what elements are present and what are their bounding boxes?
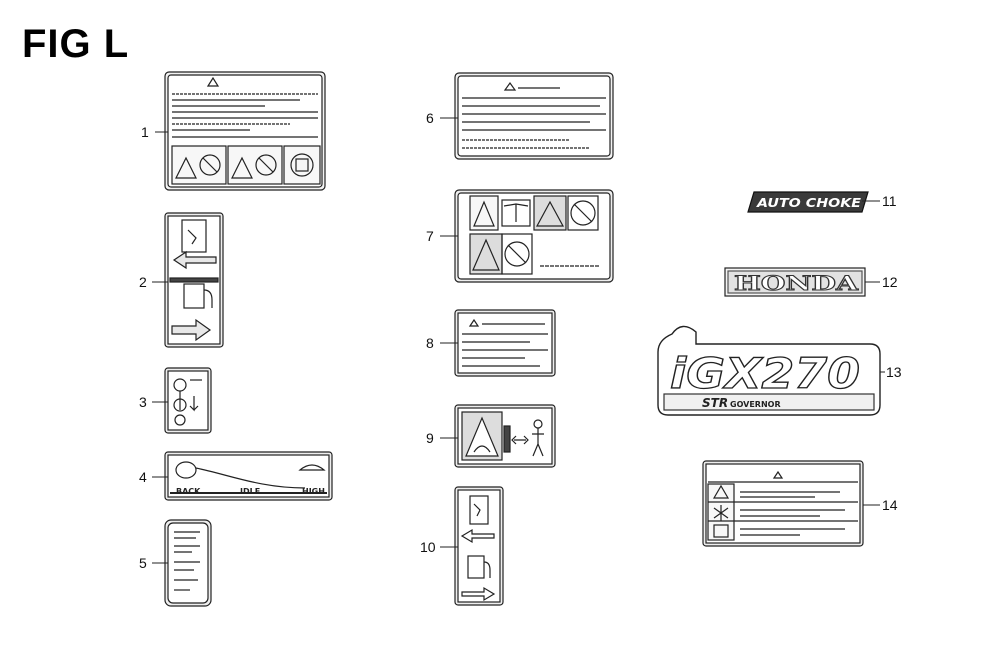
label-1 bbox=[164, 71, 326, 191]
callout-8: 8 bbox=[426, 335, 434, 351]
label-12 bbox=[724, 267, 866, 297]
label-12-text: HONDA bbox=[734, 271, 859, 295]
callout-12: 12 bbox=[882, 274, 898, 290]
label-4-idle-text: IDLE bbox=[240, 487, 260, 496]
callout-7: 7 bbox=[426, 228, 434, 244]
callout-13: 13 bbox=[886, 364, 902, 380]
label-11 bbox=[747, 191, 869, 213]
label-6 bbox=[454, 72, 614, 160]
callout-14: 14 bbox=[882, 497, 898, 513]
label-3 bbox=[164, 367, 212, 434]
callout-4: 4 bbox=[139, 469, 147, 485]
callout-5: 5 bbox=[139, 555, 147, 571]
callout-6: 6 bbox=[426, 110, 434, 126]
label-2 bbox=[164, 212, 224, 348]
label-4 bbox=[164, 451, 333, 501]
label-13-model-text: iGX270 bbox=[670, 349, 860, 398]
label-13-governor-text: GOVERNOR bbox=[730, 400, 781, 409]
label-10 bbox=[454, 486, 504, 606]
label-14 bbox=[702, 460, 864, 547]
callout-2: 2 bbox=[139, 274, 147, 290]
label-13-str-text: STR bbox=[702, 396, 728, 410]
label-4-back-text: BACK bbox=[176, 487, 201, 496]
callout-9: 9 bbox=[426, 430, 434, 446]
figure-title: FIG L bbox=[22, 22, 130, 66]
callout-11: 11 bbox=[882, 193, 897, 209]
callout-1: 1 bbox=[141, 124, 149, 140]
label-11-text: AUTO CHOKE bbox=[756, 196, 862, 210]
label-5 bbox=[164, 519, 212, 607]
label-9 bbox=[454, 404, 556, 468]
callout-3: 3 bbox=[139, 394, 147, 410]
label-7 bbox=[454, 189, 614, 283]
label-4-high-text: HIGH bbox=[302, 487, 325, 496]
label-8 bbox=[454, 309, 556, 377]
leader-lines bbox=[152, 117, 885, 564]
label-13 bbox=[657, 325, 881, 416]
callout-10: 10 bbox=[420, 539, 436, 555]
